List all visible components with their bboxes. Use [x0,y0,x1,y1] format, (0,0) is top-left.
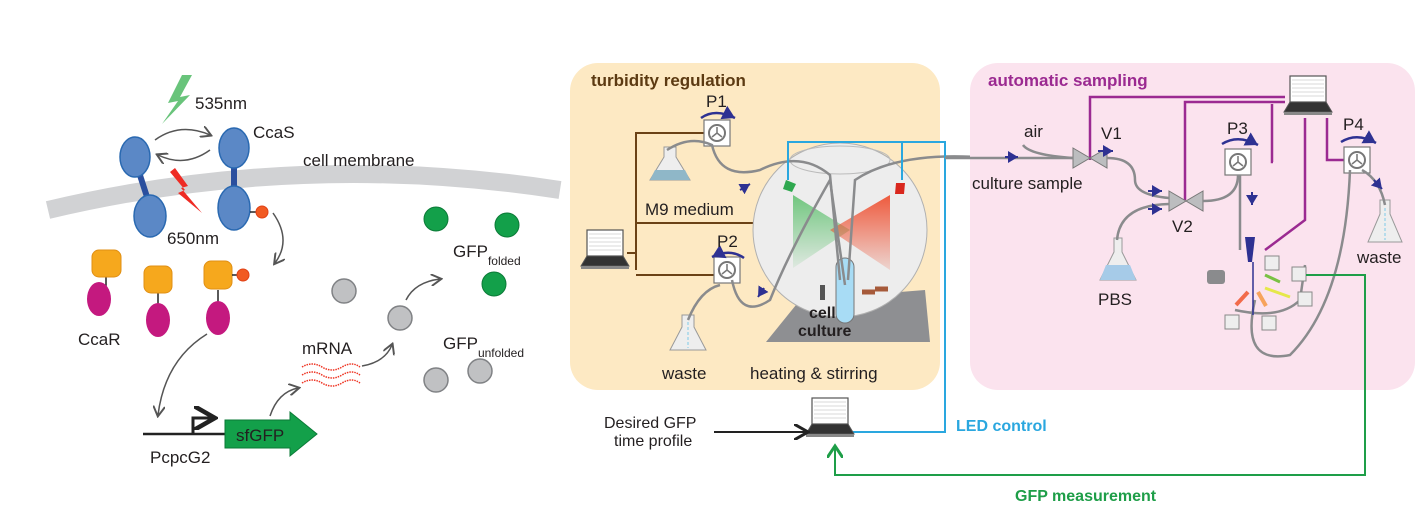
label-culture-sample: culture sample [972,174,1083,193]
pump-p4-icon[interactable] [1343,146,1371,174]
label-gfp-measurement: GFP measurement [1015,488,1157,505]
label-v1: V1 [1101,124,1122,143]
label-sfgfp: sfGFP [236,426,284,445]
ccar-3-phosphorylated [203,260,250,335]
label-led-control: LED control [956,418,1047,435]
ccas-active [217,127,269,231]
label-heating-stirring: heating & stirring [750,364,878,383]
promoter-arrow-icon [191,418,212,434]
laptop-icon [580,229,630,270]
label-gfp-folded: GFPfolded [453,242,521,268]
red-led-icon [895,183,905,194]
label-time-profile: time profile [614,433,692,450]
pump-p3-icon[interactable] [1224,148,1252,176]
sampling-title: automatic sampling [988,71,1148,90]
label-pbs: PBS [1098,290,1132,309]
gfp-unfolded-group [331,278,493,393]
turbidity-title: turbidity regulation [591,71,746,90]
photodiode-icon [820,285,825,300]
label-cell: cell [809,305,836,322]
flow-cytometer-icon [1207,237,1313,331]
mrna-icon [301,363,361,387]
label-air: air [1024,122,1043,141]
label-promoter: PcpcG2 [150,448,210,467]
ccas-pathway-panel: 535nm CcaS cell membrane 650nm CcaR sfGF… [45,75,562,467]
pump-p2-icon[interactable] [713,256,741,284]
sampling-laptop-icon [1283,75,1333,116]
pbs-flask-icon [1099,237,1137,281]
red-led-beam [830,195,890,270]
label-culture: culture [798,323,851,340]
gfp-measurement-line [835,274,1366,476]
green-led-icon [783,180,796,192]
label-desired-gfp: Desired GFP [604,415,696,432]
automatic-sampling-panel: automatic sampling air V1 V2 culture sam… [945,63,1415,390]
label-ccas: CcaS [253,123,295,142]
ccar-1 [87,249,122,316]
label-650nm: 650nm [167,229,219,248]
cell-membrane [45,165,562,219]
waste-flask-2-icon [1367,199,1403,243]
ccas-inactive [119,136,167,238]
label-p2: P2 [717,232,738,251]
label-p4: P4 [1343,115,1364,134]
led-control-line [787,141,946,433]
green-light-icon [162,75,192,124]
red-light-icon [170,168,202,213]
label-gfp-unfolded: GFPunfolded [443,334,524,360]
tubing [666,139,991,321]
m9-medium-flask-icon [649,146,691,181]
label-waste-2: waste [1356,248,1401,267]
label-535nm: 535nm [195,94,247,113]
green-led-beam [793,195,850,268]
label-ccar: CcaR [78,330,121,349]
label-waste-1: waste [661,364,706,383]
label-p1: P1 [706,92,727,111]
label-mrna: mRNA [302,339,353,358]
gfp-folded-group [423,206,520,297]
label-m9-medium: M9 medium [645,200,734,219]
sampling-control-wires [1088,95,1345,251]
label-cell-membrane: cell membrane [303,151,415,170]
ccar-2 [143,265,173,337]
turbidity-regulation-panel: turbidity regulation P1 P2 M9 medium was… [570,63,991,390]
waste-flask-icon [669,314,707,351]
label-v2: V2 [1172,217,1193,236]
controller-laptop-icon [805,397,855,438]
label-p3: P3 [1227,119,1248,138]
sfgfp-gene [224,410,318,458]
